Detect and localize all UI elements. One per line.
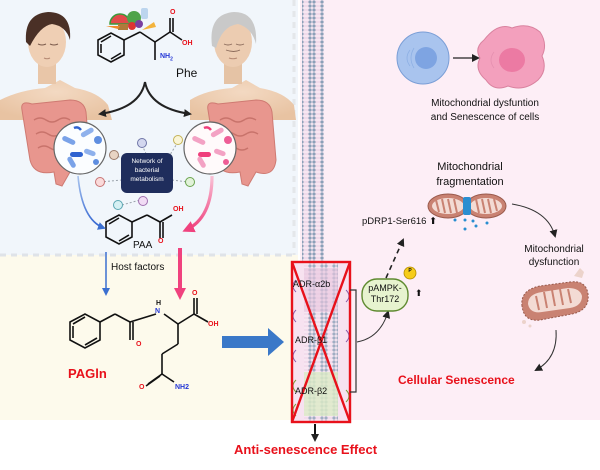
dysfunction-label: Mitochondrial dysfunction (508, 243, 600, 269)
receptor-label-beta2: ADR-β2 (295, 386, 328, 396)
network-label-line2: bacterial (134, 167, 160, 174)
healthy-cell-icon (396, 31, 450, 85)
pdrp1-label: pDRP1-Ser616 ⬆ (362, 216, 437, 227)
pagln-structure (69, 298, 209, 387)
paa-structure (105, 214, 173, 245)
fragmentation-label: Mitochondrial fragmentation (410, 160, 530, 190)
fragmentation-line2: fragmentation (436, 176, 504, 188)
arrow-phe-to-young (98, 81, 146, 118)
arrow-pampk-to-pdrp1 (385, 238, 405, 279)
pagln-label: PAGln (68, 366, 107, 381)
food-icon (106, 8, 156, 30)
cells-caption-line1: Mitochondrial dysfuntion (431, 98, 539, 109)
pdrp1-up-icon: ⬆ (429, 216, 438, 227)
dysfunction-line2: dysfunction (528, 257, 580, 268)
pagln-nh2-label: NH2 (175, 384, 190, 391)
paa-label: PAA (133, 240, 153, 251)
pagln-h-label: H (156, 300, 162, 307)
receptor-blocked-x (290, 260, 352, 424)
pdrp1-text: pDRP1-Ser616 (362, 216, 427, 227)
arrow-old-to-paa (182, 175, 214, 233)
cellular-senescence-label: Cellular Senescence (398, 373, 515, 387)
pagln-o-amide-label: O (136, 341, 142, 348)
network-box (121, 153, 173, 193)
phe-label: Phe (176, 66, 198, 80)
phenylalanine-structure (97, 18, 183, 63)
phosphate-badge (403, 266, 417, 280)
anti-senescence-label: Anti-senescence Effect (234, 442, 378, 457)
cells-caption: Mitochondrial dysfuntion and Senescence … (390, 97, 580, 125)
pagln-o-top-label: O (192, 290, 198, 297)
pampk-line2: Thr172 (370, 294, 400, 304)
host-factors-label: Host factors (111, 262, 165, 273)
phosphate-label: P (408, 268, 412, 274)
network-label-line3: metabolism (130, 176, 164, 183)
senescent-cell-icon (477, 25, 546, 89)
paa-o-label: O (158, 238, 164, 245)
young-microbiome-circle (53, 121, 107, 175)
fragmenting-mitochondrion-icon (427, 193, 507, 219)
paa-oh-label: OH (173, 206, 184, 213)
arrow-pagln-to-receptors (222, 328, 284, 356)
fragmentation-line1: Mitochondrial (437, 161, 503, 173)
pampk-line1: pAMPK- (368, 283, 402, 293)
pagln-n-label: N (155, 308, 161, 315)
pagln-oh-label: OH (208, 321, 219, 328)
network-label-line1: Network of (131, 158, 163, 165)
network-nodes (95, 135, 195, 210)
damaged-mitochondrion-icon (521, 268, 589, 328)
arrow-fragmentation-to-dysfunction (511, 203, 558, 238)
pampk-label: pAMPK- Thr172 (362, 283, 408, 305)
receptor-label-alpha2b: ADR-α2b (293, 279, 331, 289)
arrow-young-to-paa (77, 175, 106, 230)
cells-caption-line2: and Senescence of cells (430, 112, 540, 123)
drp1-dots (453, 218, 489, 231)
pagln-o-bottom-label: O (139, 384, 145, 391)
receptor-label-beta1: ADR-β1 (295, 335, 328, 345)
receptor-bracket (350, 289, 357, 393)
arrow-dysfunction-to-senescence (534, 329, 557, 371)
elderly-person-illustration (190, 12, 296, 187)
elderly-microbiome-circle (183, 121, 237, 175)
arrow-phe-to-old (144, 81, 192, 118)
arrow-bracket-to-pampk (356, 310, 391, 343)
phe-oh-label: OH (182, 40, 193, 47)
pampk-up-icon: ⬆ (415, 288, 423, 298)
network-label: Network of bacterial metabolism (121, 157, 173, 184)
dysfunction-line1: Mitochondrial (524, 244, 584, 255)
phe-o-label: O (170, 9, 176, 16)
phe-nh2-label: NH2 (160, 53, 173, 63)
pampk-node (361, 278, 409, 312)
